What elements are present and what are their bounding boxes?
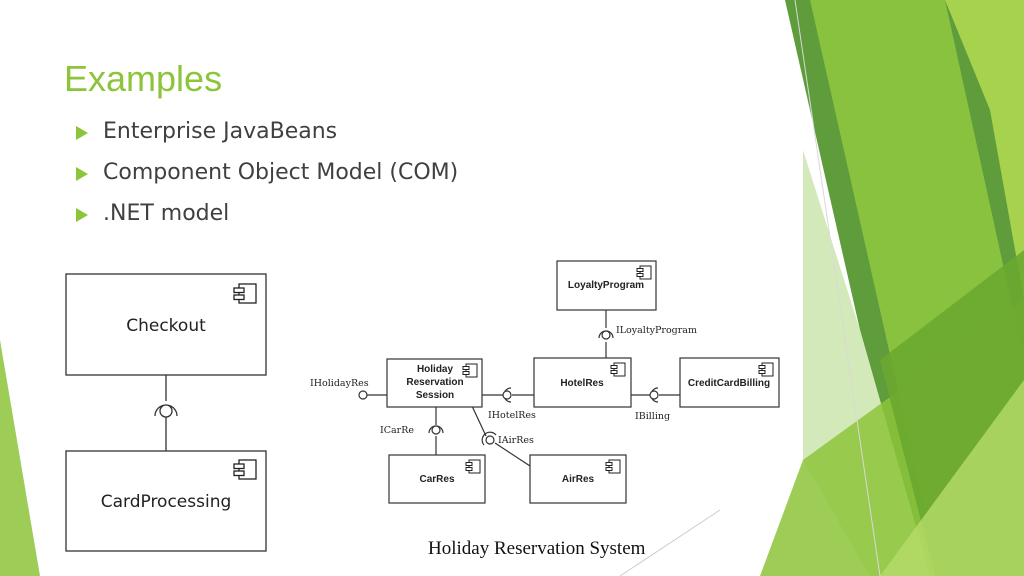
component-label: Reservation	[406, 377, 463, 388]
right-component-diagram: LoyaltyProgram Holiday Reservation Sessi…	[310, 260, 780, 504]
component-airres: AirRes	[529, 454, 627, 504]
interface-ball	[502, 390, 512, 400]
component-label: LoyaltyProgram	[568, 280, 644, 291]
triangle-bullet-icon	[76, 126, 88, 140]
bullet-item: Component Object Model (COM)	[76, 157, 458, 198]
required-interface-socket	[481, 431, 497, 446]
component-label: Session	[416, 390, 454, 401]
interface-label: ILoyaltyProgram	[616, 325, 697, 336]
interface-label: IHolidayRes	[310, 378, 369, 389]
component-label: CardProcessing	[101, 492, 232, 512]
bullet-item: .NET model	[76, 198, 458, 239]
triangle-bullet-icon	[76, 167, 88, 181]
provided-interface-ball	[159, 404, 173, 418]
component-creditcardbilling: CreditCardBilling	[679, 357, 780, 408]
component-cardprocessing: CardProcessing	[65, 450, 267, 552]
component-holiday-reservation-session: Holiday Reservation Session	[386, 358, 483, 408]
figure-caption: Holiday Reservation System	[428, 538, 646, 559]
bullet-text: Component Object Model (COM)	[103, 160, 459, 185]
bullet-text: .NET model	[103, 201, 230, 226]
interface-label: IAirRes	[498, 435, 534, 446]
component-checkout: Checkout	[65, 273, 267, 376]
interface-ball	[431, 425, 441, 435]
left-component-diagram: Checkout CardProcessing	[65, 273, 267, 552]
component-loyaltyprogram: LoyaltyProgram	[556, 260, 657, 311]
bullet-text: Enterprise JavaBeans	[103, 119, 338, 144]
slide-title: Examples	[64, 58, 223, 99]
component-carres: CarRes	[388, 454, 486, 504]
bullet-item: Enterprise JavaBeans	[76, 116, 458, 157]
interface-ball	[485, 435, 495, 445]
component-label: HotelRes	[560, 378, 604, 389]
component-label: Checkout	[126, 316, 206, 336]
component-label: CarRes	[419, 474, 454, 485]
component-hotelres: HotelRes	[533, 357, 632, 408]
triangle-bullet-icon	[76, 208, 88, 222]
component-label: AirRes	[562, 474, 595, 485]
bullet-list: Enterprise JavaBeans Component Object Mo…	[76, 116, 458, 239]
interface-label: IHotelRes	[488, 410, 536, 421]
component-label: Holiday	[417, 364, 454, 375]
interface-label: IBilling	[635, 411, 670, 422]
interface-ball	[601, 330, 611, 340]
interface-ball	[649, 390, 659, 400]
interface-label: ICarRe	[380, 425, 414, 436]
interface-ball	[358, 390, 368, 400]
component-label: CreditCardBilling	[688, 378, 770, 389]
